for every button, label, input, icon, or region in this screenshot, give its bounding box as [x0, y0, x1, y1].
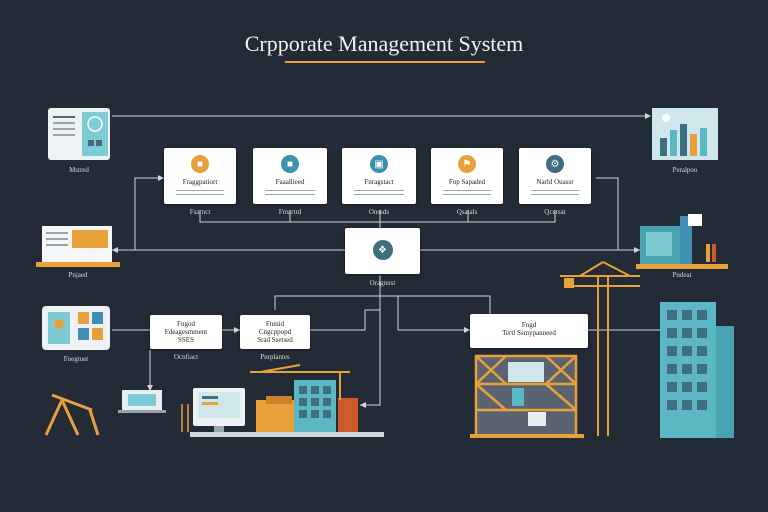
center-node-caption: Oragnust: [369, 279, 396, 287]
divider: [176, 190, 224, 191]
divider: [531, 190, 579, 191]
divider: [265, 190, 315, 191]
laptop-icon: ▣: [370, 155, 388, 173]
right-building-illustration: [660, 302, 734, 438]
lock-icon: ■: [281, 155, 299, 173]
top-card-label: Faaallieed: [275, 178, 305, 186]
divider: [176, 194, 224, 195]
left-dashboard-panel: [48, 108, 110, 160]
process-box-3[interactable]: Fngd Tertl Ssmypanneed: [470, 314, 588, 348]
process-box-line: Tertl Ssmypanneed: [502, 329, 556, 337]
process-box-line: SSES: [178, 336, 194, 344]
divider: [443, 190, 491, 191]
top-card-4[interactable]: ⚑ Fop Sapaded: [431, 148, 503, 204]
divider: [265, 194, 315, 195]
top-card-2[interactable]: ■ Faaallieed: [253, 148, 327, 204]
process-box-caption: Ocnfiact: [173, 353, 199, 361]
left-tablet-panel: [42, 306, 110, 350]
construction-scene-center: [181, 364, 384, 437]
right-chart-panel: [652, 108, 718, 160]
process-box-1[interactable]: Fngod Fdeagesmment SSES: [150, 315, 222, 349]
top-card-5[interactable]: ⚙ Narld Ouassr: [519, 148, 591, 204]
process-box-line: Fngod: [177, 320, 195, 328]
divider: [354, 190, 404, 191]
scaffold-illustration: [470, 354, 584, 438]
process-box-2[interactable]: Fnmid Cngcppopd Srad Ssetsed: [240, 315, 310, 349]
process-box-caption: Pnrplantes: [260, 353, 290, 361]
top-card-label: Fnragstact: [364, 178, 394, 186]
top-card-label: Fraggpatiort: [182, 178, 218, 186]
small-laptop-illustration: [118, 390, 166, 413]
right-office-panel: [636, 214, 728, 269]
left-top-label: Mstred: [69, 166, 89, 174]
network-icon: ❖: [372, 240, 393, 260]
divider: [443, 194, 491, 195]
lock-icon: ■: [191, 155, 209, 173]
page-title: Crpporate Management System: [244, 31, 524, 56]
divider: [531, 194, 579, 195]
process-box-line: Srad Ssetsed: [257, 336, 293, 344]
divider: [354, 194, 404, 195]
top-card-caption: Qcersat: [544, 208, 566, 216]
top-card-label: Fop Sapaded: [448, 178, 486, 186]
gear-icon: ⚙: [546, 155, 564, 173]
crane-counterweight: [564, 278, 574, 288]
top-card-caption: Qsatals: [456, 208, 478, 216]
right-middle-label: Pndeat: [672, 271, 692, 279]
left-bottom-label: Fnegtuet: [63, 355, 89, 363]
top-card-caption: Fmartrd: [278, 208, 302, 216]
process-box-line: Cngcppopd: [258, 328, 292, 336]
oil-pump-illustration: [44, 393, 100, 436]
process-box-line: Fnmid: [265, 320, 285, 328]
process-box-line: Fngd: [521, 321, 537, 329]
top-card-label: Narld Ouassr: [536, 178, 574, 186]
process-box-line: Fdeagesmment: [164, 328, 208, 336]
top-card-1[interactable]: ■ Fraggpatiort: [164, 148, 236, 204]
right-top-label: Peralpoo: [672, 166, 698, 174]
top-card-caption: Onssds: [368, 208, 390, 216]
flag-icon: ⚑: [458, 155, 476, 173]
center-node[interactable]: ❖: [345, 228, 420, 274]
top-card-3[interactable]: ▣ Fnragstact: [342, 148, 416, 204]
top-card-caption: Fsarnct: [189, 208, 211, 216]
tower-crane-illustration: [560, 261, 640, 436]
left-middle-label: Pnjaed: [68, 271, 88, 279]
title-underline: [285, 61, 485, 63]
left-laptop-panel: [36, 226, 120, 267]
